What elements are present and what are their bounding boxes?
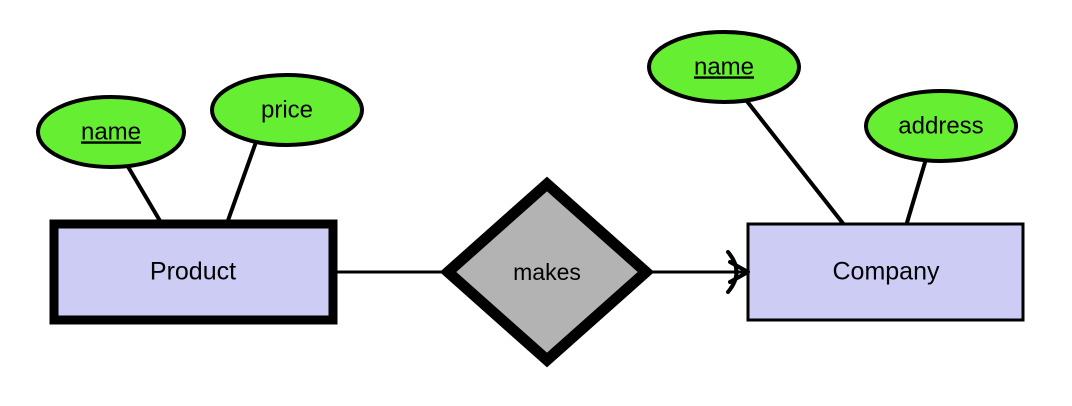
attribute-product-price-ellipse[interactable] [210, 73, 364, 147]
entity-product[interactable]: Product [49, 219, 338, 325]
attribute-company-name-ellipse[interactable] [647, 30, 801, 104]
entity-product-label: Product [150, 258, 236, 286]
attribute-company-address-ellipse[interactable] [864, 89, 1018, 163]
entity-product-box[interactable] [49, 219, 338, 325]
arrowhead-to-company [726, 250, 750, 294]
entity-company[interactable]: Company [746, 222, 1025, 322]
connector-product-name [125, 163, 165, 228]
relationship-makes-label: makes [513, 259, 581, 285]
arrowhead-curve-icon [726, 250, 739, 294]
entity-company-label: Company [833, 258, 940, 286]
attribute-product-name-ellipse[interactable] [36, 95, 186, 169]
attribute-company-address-label: address [898, 112, 983, 139]
connector-company-name [744, 98, 847, 228]
attribute-product-name-label: name [81, 118, 141, 145]
attribute-product-price[interactable]: price [210, 73, 364, 147]
arrowhead-tip-icon [728, 260, 750, 284]
attribute-product-name[interactable]: name [36, 95, 186, 169]
attribute-company-address[interactable]: address [864, 89, 1018, 163]
attribute-product-price-label: price [261, 96, 313, 123]
connector-product-price [224, 140, 258, 228]
connector-company-address [904, 157, 928, 228]
connector-group [125, 98, 928, 274]
attribute-company-name-label: name [694, 53, 754, 80]
attribute-company-name[interactable]: name [647, 30, 801, 104]
relationship-makes[interactable]: makes [439, 176, 655, 368]
relationship-makes-diamond[interactable] [439, 176, 655, 368]
